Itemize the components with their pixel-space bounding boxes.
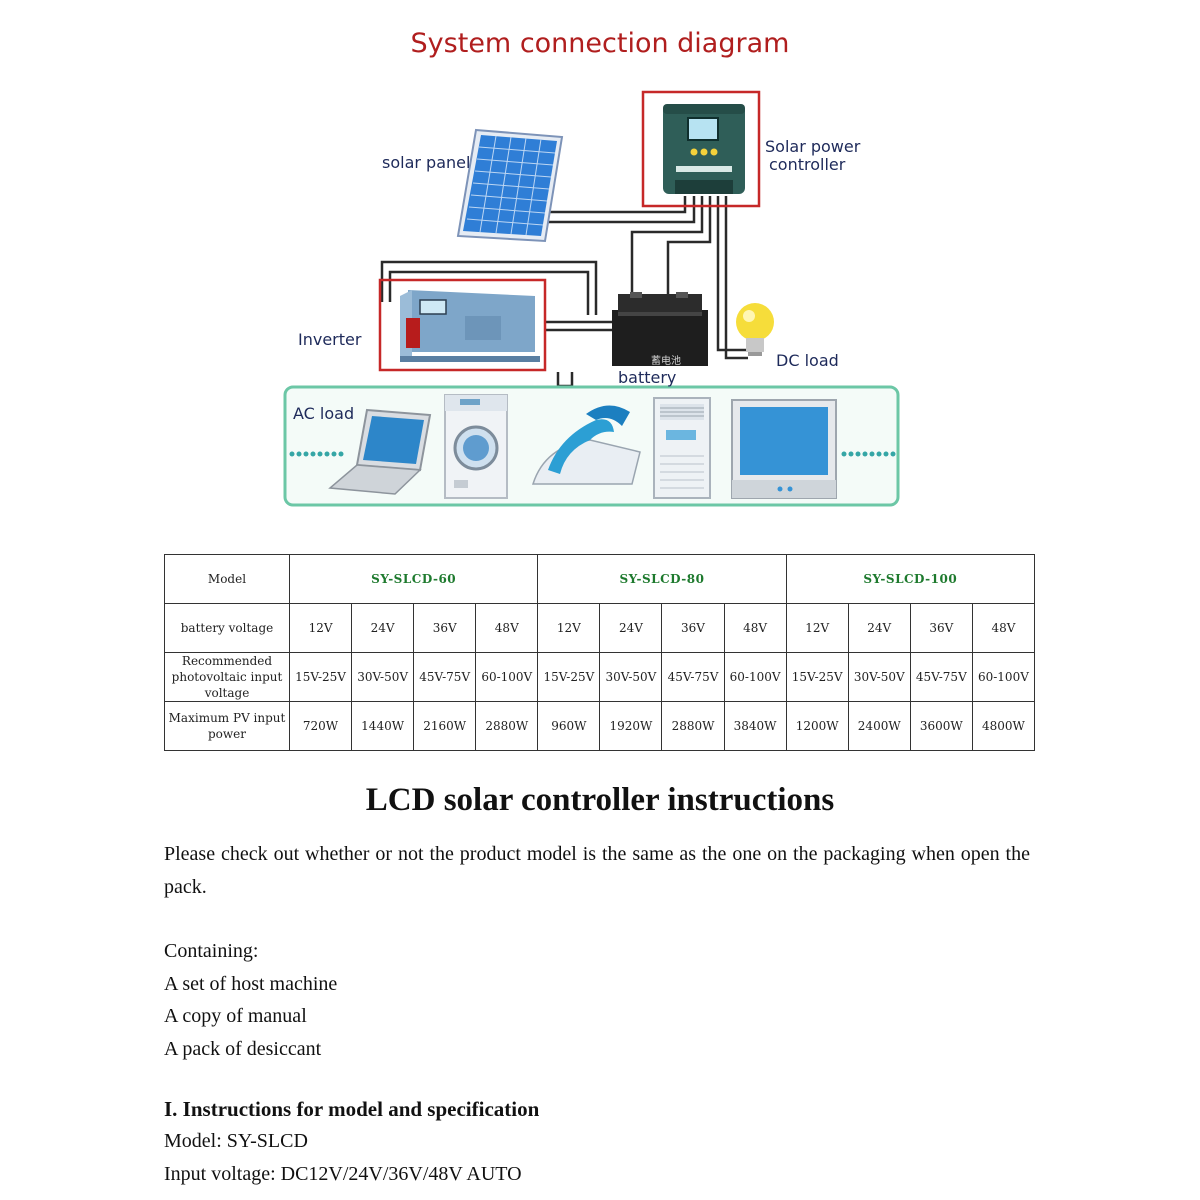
table-cell: 12V — [785, 603, 849, 653]
system-connection-diagram: 蓄电池 — [283, 90, 900, 507]
battery-chinese-label: 蓄电池 — [651, 354, 681, 367]
package-contents: Containing: A set of host machine A copy… — [164, 935, 337, 1065]
laptop-icon — [328, 408, 432, 495]
inverter-icon — [378, 278, 547, 372]
table-cell: 3600W — [909, 701, 973, 751]
table-cell: 60-100V — [971, 652, 1036, 702]
max-pv-power-label: Maximum PV input power — [164, 701, 290, 751]
model-line: Model: SY-SLCD — [164, 1130, 308, 1152]
table-cell: 2880W — [475, 701, 539, 751]
dc-load-label: DC load — [776, 351, 839, 370]
label-line: Recommended — [181, 654, 273, 668]
iron-icon — [531, 405, 641, 485]
spec-table: Model SY-SLCD-60 SY-SLCD-80 SY-SLCD-100 … — [164, 554, 1036, 751]
table-cell: 1920W — [599, 701, 663, 751]
table-cell: 4800W — [971, 701, 1036, 751]
model-header-label: Model — [164, 554, 290, 604]
battery-voltage-label: battery voltage — [164, 603, 290, 653]
table-cell: 15V-25V — [288, 652, 353, 702]
table-cell: 30V-50V — [599, 652, 663, 702]
table-cell: 15V-25V — [785, 652, 849, 702]
instructions-title: LCD solar controller instructions — [365, 782, 835, 818]
list-item: A pack of desiccant — [164, 1037, 322, 1060]
table-cell: 12V — [288, 603, 353, 653]
table-cell: 36V — [661, 603, 725, 653]
table-cell: 1440W — [351, 701, 415, 751]
tv-icon — [731, 399, 837, 499]
table-cell: 960W — [537, 701, 601, 751]
table-cell: 48V — [723, 603, 787, 653]
model-sy-slcd-100: SY-SLCD-100 — [785, 554, 1036, 604]
containing-label: Containing: — [164, 940, 259, 962]
list-item: A set of host machine — [164, 972, 338, 995]
table-row: battery voltage 12V 24V 36V 48V 12V 24V … — [164, 603, 1036, 653]
table-cell: 60-100V — [475, 652, 539, 702]
table-cell: 60-100V — [723, 652, 787, 702]
ac-line-dots — [289, 451, 896, 457]
table-cell: 45V-75V — [909, 652, 973, 702]
input-voltage-line: Input voltage: DC12V/24V/36V/48V AUTO — [164, 1163, 522, 1185]
table-cell: 24V — [847, 603, 911, 653]
solar-power-controller-icon — [641, 90, 761, 208]
pv-input-voltage-label: Recommended photovoltaic input voltage — [164, 652, 290, 702]
table-cell: 30V-50V — [351, 652, 415, 702]
controller-label-line2: controller — [769, 155, 846, 174]
table-cell: 1200W — [785, 701, 849, 751]
ac-load-label: AC load — [293, 404, 355, 423]
diagram-title: System connection diagram — [410, 28, 790, 59]
battery-label: battery — [618, 368, 677, 387]
model-sy-slcd-60: SY-SLCD-60 — [288, 554, 539, 604]
label-line: photovoltaic input — [171, 670, 283, 684]
label-line: power — [207, 727, 246, 741]
solar-panel-label: solar panel — [382, 153, 471, 172]
table-cell: 48V — [475, 603, 539, 653]
table-cell: 24V — [599, 603, 663, 653]
table-cell: 36V — [413, 603, 477, 653]
solar-panel-icon — [456, 128, 564, 243]
inverter-label: Inverter — [298, 330, 362, 349]
table-cell: 36V — [909, 603, 973, 653]
table-cell: 30V-50V — [847, 652, 911, 702]
section-heading: I. Instructions for model and specificat… — [164, 1097, 540, 1121]
table-row: Maximum PV input power 720W 1440W 2160W … — [164, 701, 1036, 751]
washing-machine-icon — [444, 394, 508, 499]
table-cell: 15V-25V — [537, 652, 601, 702]
table-cell: 12V — [537, 603, 601, 653]
table-cell: 2160W — [413, 701, 477, 751]
table-cell: 3840W — [723, 701, 787, 751]
list-item: A copy of manual — [164, 1005, 307, 1027]
table-cell: 2880W — [661, 701, 725, 751]
air-conditioner-icon — [653, 397, 711, 499]
light-bulb-icon — [736, 303, 774, 356]
table-cell: 2400W — [847, 701, 911, 751]
controller-label-line1: Solar power — [765, 137, 861, 156]
label-line: voltage — [204, 686, 250, 700]
table-cell: 24V — [351, 603, 415, 653]
table-cell: 45V-75V — [413, 652, 477, 702]
table-cell: 720W — [288, 701, 353, 751]
label-line: Maximum PV input — [168, 711, 286, 725]
table-row: Model SY-SLCD-60 SY-SLCD-80 SY-SLCD-100 — [164, 554, 1036, 604]
table-cell: 48V — [971, 603, 1036, 653]
table-row: Recommended photovoltaic input voltage 1… — [164, 652, 1036, 702]
table-cell: 45V-75V — [661, 652, 725, 702]
battery-icon — [612, 292, 708, 366]
intro-paragraph: Please check out whether or not the prod… — [164, 843, 1030, 898]
model-sy-slcd-80: SY-SLCD-80 — [537, 554, 787, 604]
